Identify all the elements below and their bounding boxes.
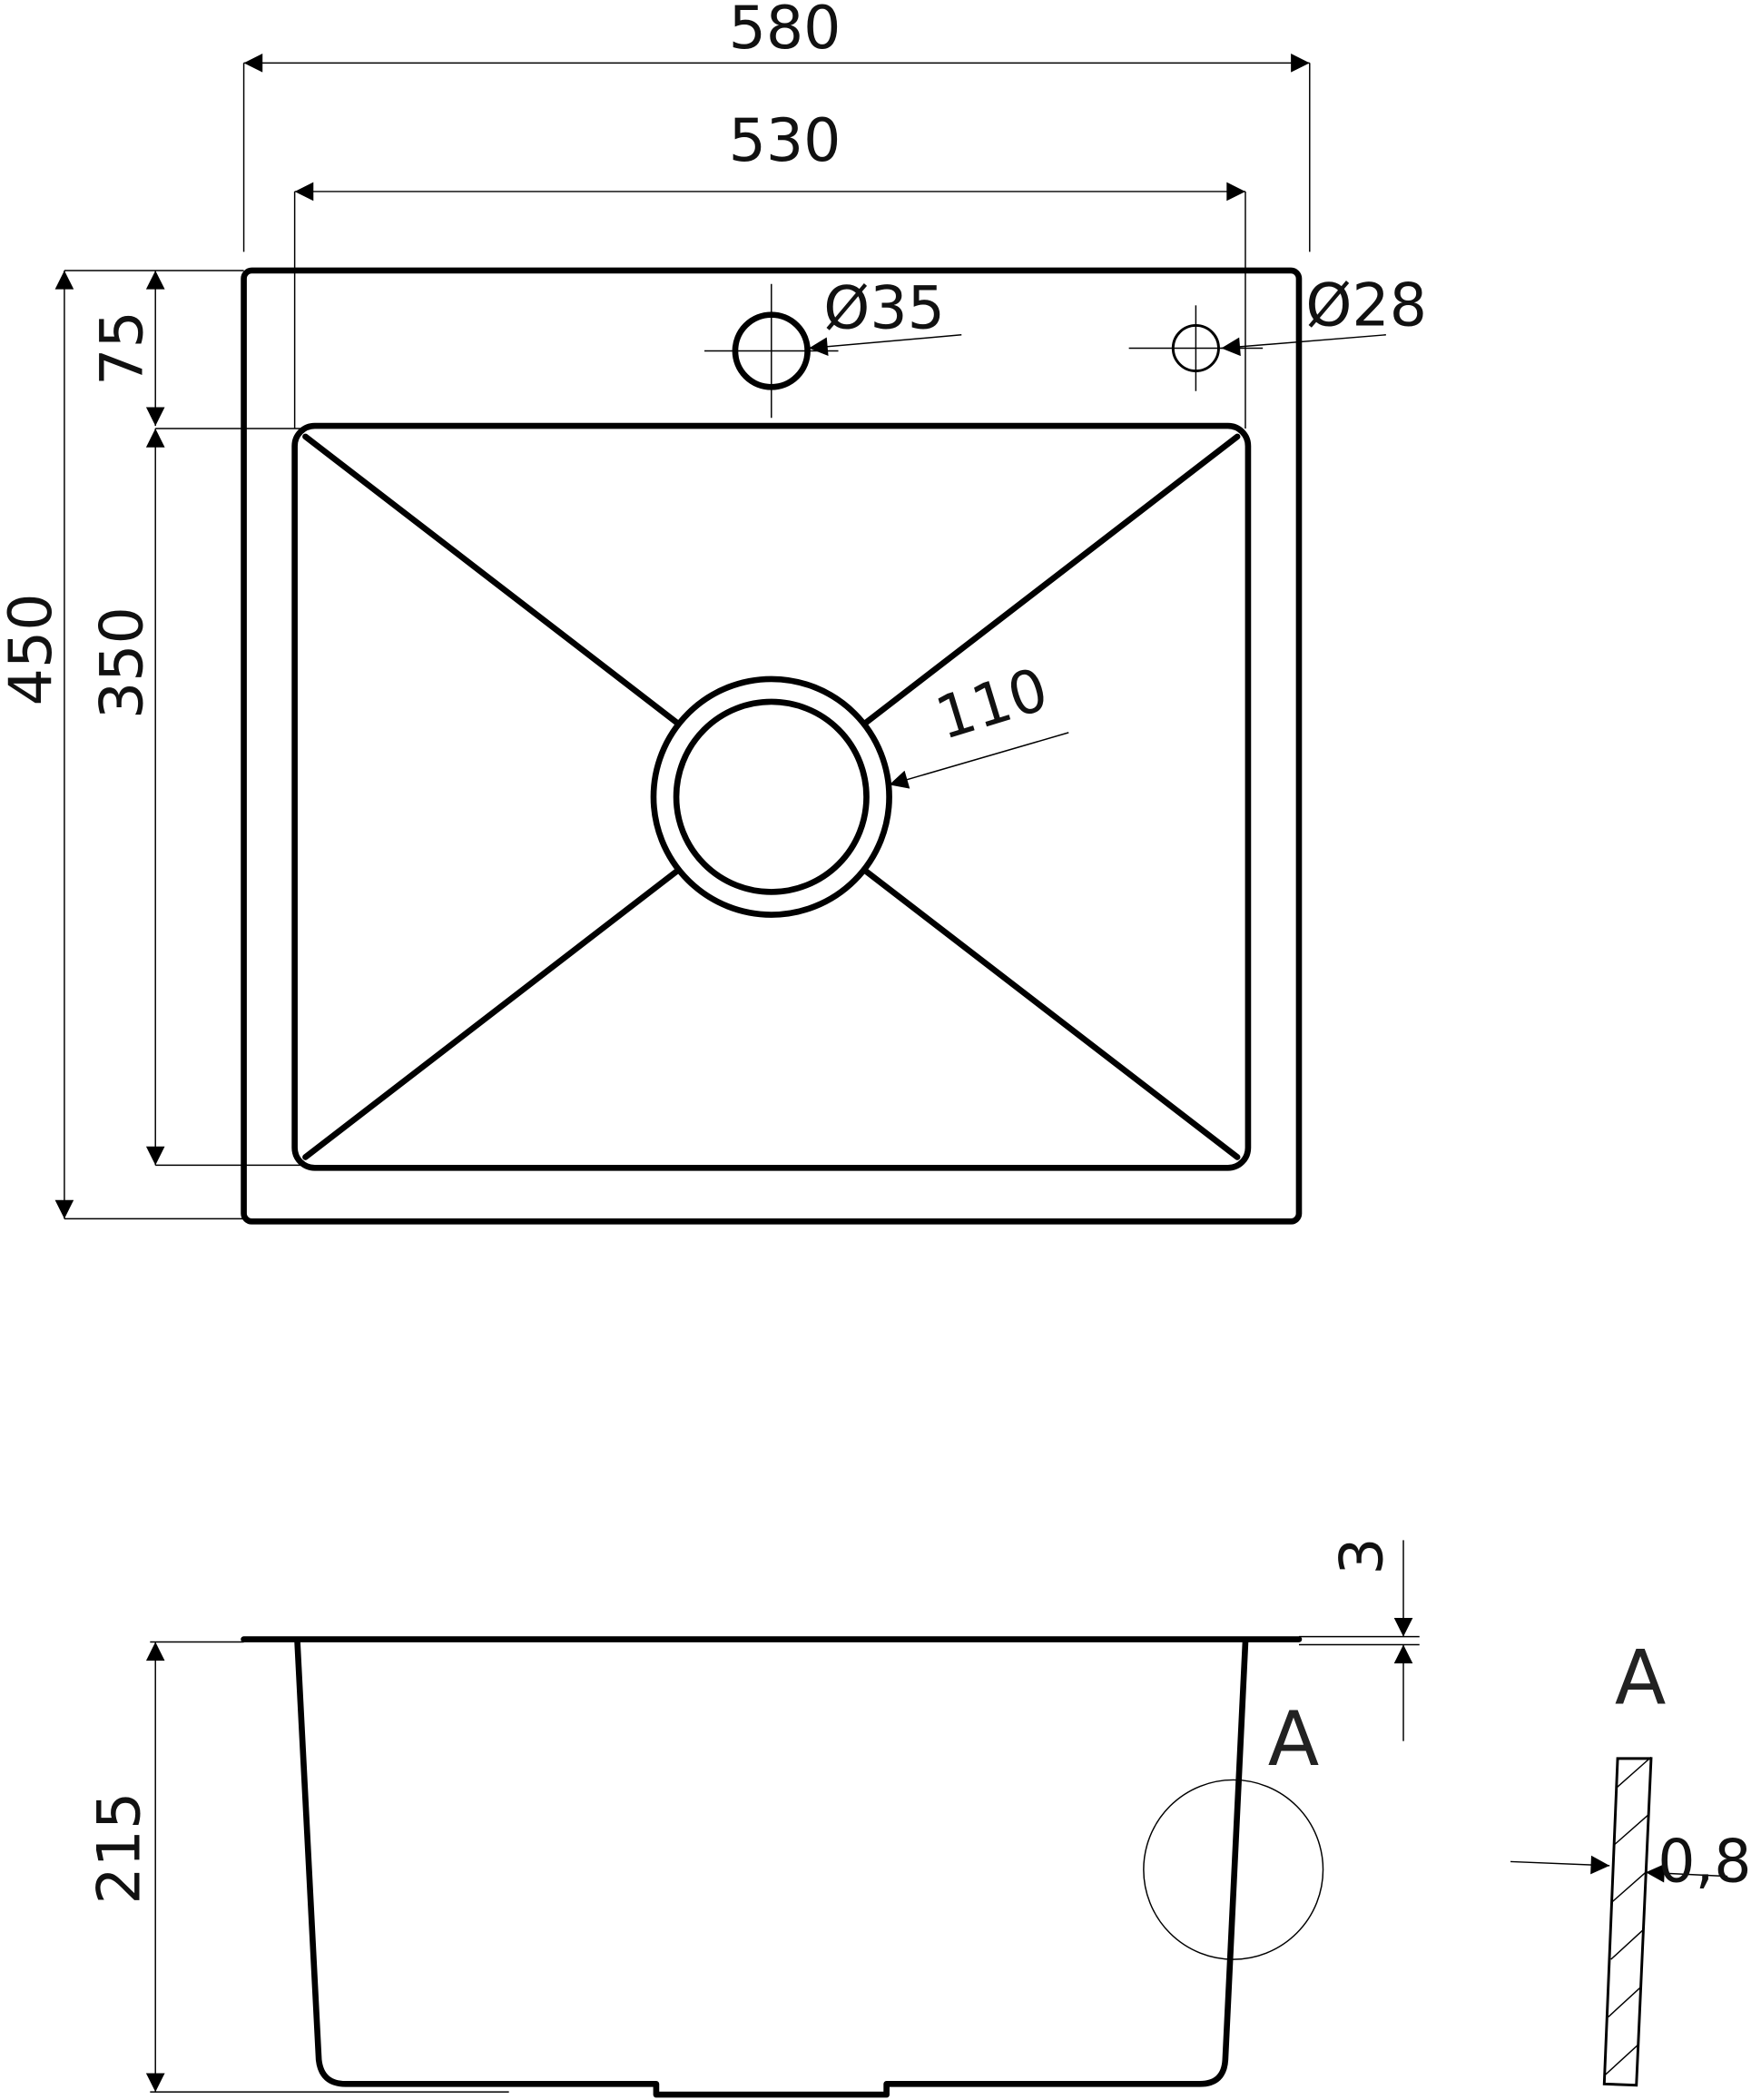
dim-tap-hole: Ø35 bbox=[823, 274, 945, 342]
dim-wall-thickness: 0,8 bbox=[1658, 1829, 1751, 1897]
dim-450: 450 bbox=[0, 594, 65, 706]
dim-drain: 110 bbox=[929, 656, 1056, 754]
dim-215: 215 bbox=[86, 1792, 154, 1905]
bowl-diagonals bbox=[302, 433, 1241, 1160]
bowl-outline bbox=[291, 422, 1252, 1171]
dim-75: 75 bbox=[88, 311, 156, 386]
dim-3: 3 bbox=[1328, 1537, 1396, 1574]
drain-inner bbox=[673, 698, 870, 895]
sink-outline bbox=[241, 267, 1303, 1225]
top-view: 580 530 450 350 75 Ø35 Ø28 110 bbox=[0, 0, 1427, 1225]
detail-a-circle bbox=[1143, 1779, 1324, 1960]
detail-a-label: A bbox=[1615, 1634, 1667, 1721]
dim-580: 580 bbox=[729, 0, 841, 63]
side-view: A 215 3 bbox=[86, 1537, 1420, 2098]
dim-530: 530 bbox=[729, 107, 841, 175]
drain-outer bbox=[650, 675, 892, 918]
dim-aux-hole: Ø28 bbox=[1305, 271, 1427, 340]
detail-a-marker: A bbox=[1268, 1696, 1320, 1783]
dim-350: 350 bbox=[88, 606, 156, 719]
detail-a: A 0,8 bbox=[1510, 1634, 1752, 2087]
bowl-profile bbox=[294, 1639, 1249, 2098]
